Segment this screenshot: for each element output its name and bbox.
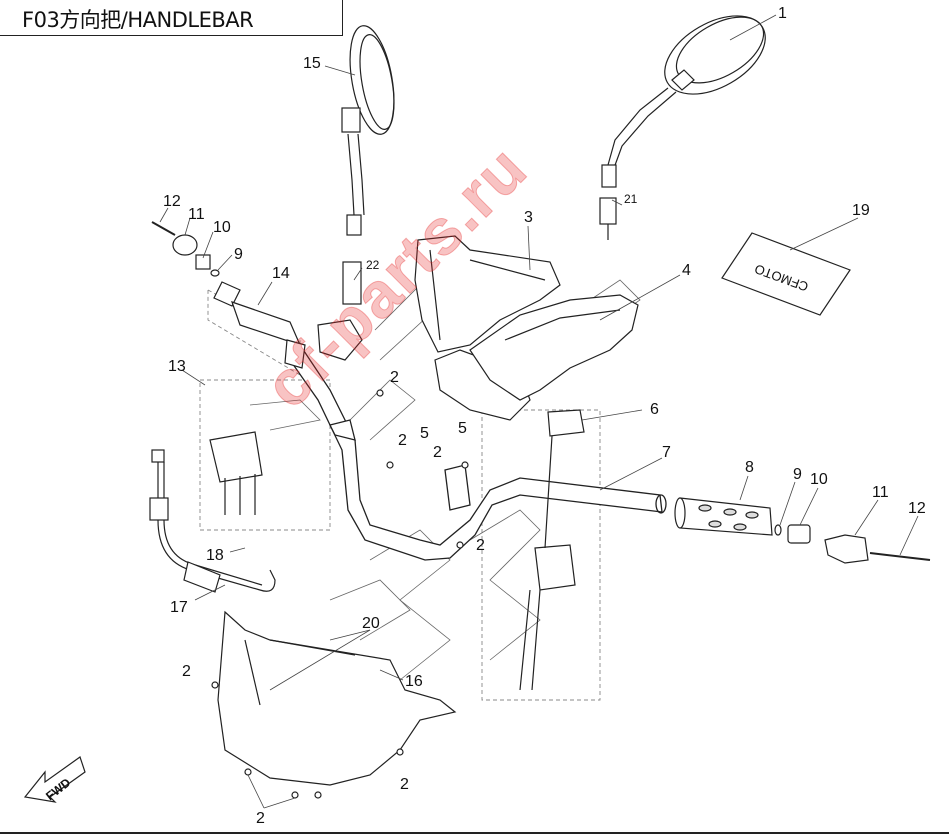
callout-5: 5 bbox=[458, 420, 467, 437]
assembly-outlines bbox=[199, 289, 601, 701]
callout-22: 22 bbox=[366, 258, 380, 272]
callout-2: 2 bbox=[433, 444, 442, 461]
callouts: 1 2 2 2 2 2 2 2 3 4 5 5 6 7 8 9 9 10 10 … bbox=[163, 5, 926, 827]
grip bbox=[674, 497, 773, 536]
callout-4: 4 bbox=[682, 262, 691, 279]
callout-12: 12 bbox=[163, 193, 181, 210]
callout-19: 19 bbox=[852, 202, 870, 219]
label-plate bbox=[721, 232, 851, 316]
callout-2: 2 bbox=[256, 810, 265, 827]
callout-3: 3 bbox=[524, 209, 533, 226]
bar-end-left bbox=[151, 221, 363, 369]
callout-6: 6 bbox=[650, 401, 659, 418]
callout-11: 11 bbox=[188, 206, 205, 223]
callout-2: 2 bbox=[390, 369, 399, 386]
callout-16: 16 bbox=[405, 673, 423, 690]
bottom-rule bbox=[0, 832, 949, 834]
callout-7: 7 bbox=[662, 444, 671, 461]
callout-2: 2 bbox=[476, 537, 485, 554]
handlebar-tube bbox=[289, 343, 667, 561]
diagram-title: F03方向把/HANDLEBAR bbox=[22, 8, 254, 32]
callout-14: 14 bbox=[272, 265, 290, 282]
callout-2: 2 bbox=[400, 776, 409, 793]
callout-12: 12 bbox=[908, 500, 926, 517]
upper-cover bbox=[414, 235, 561, 421]
callout-15: 15 bbox=[303, 55, 321, 72]
fwd-arrow-icon: FWD bbox=[23, 756, 86, 803]
callout-9: 9 bbox=[234, 246, 243, 263]
callout-20: 20 bbox=[362, 615, 380, 632]
callout-18: 18 bbox=[206, 547, 224, 564]
left-switch bbox=[209, 431, 263, 515]
mirror-left bbox=[341, 25, 395, 305]
callout-1: 1 bbox=[778, 5, 787, 22]
outline-6 bbox=[481, 409, 601, 701]
callout-11: 11 bbox=[872, 484, 889, 501]
outline-13 bbox=[199, 379, 331, 531]
throttle-cable bbox=[149, 449, 276, 593]
front-cover bbox=[469, 294, 639, 401]
callout-5: 5 bbox=[420, 425, 429, 442]
callout-10: 10 bbox=[810, 471, 828, 488]
title-box: F03方向把/HANDLEBAR bbox=[0, 0, 343, 36]
callout-21: 21 bbox=[624, 192, 638, 206]
callout-9: 9 bbox=[793, 466, 802, 483]
lower-cover bbox=[217, 610, 457, 786]
callout-10: 10 bbox=[213, 219, 231, 236]
callout-17: 17 bbox=[170, 599, 188, 616]
right-switch bbox=[519, 409, 585, 691]
mirror-right bbox=[599, 15, 766, 240]
callout-8: 8 bbox=[745, 459, 754, 476]
callout-13: 13 bbox=[168, 358, 186, 375]
callout-2: 2 bbox=[398, 432, 407, 449]
leader-lines bbox=[159, 14, 919, 809]
screws bbox=[211, 389, 469, 799]
callout-2: 2 bbox=[182, 663, 191, 680]
bar-end-right bbox=[774, 524, 931, 564]
